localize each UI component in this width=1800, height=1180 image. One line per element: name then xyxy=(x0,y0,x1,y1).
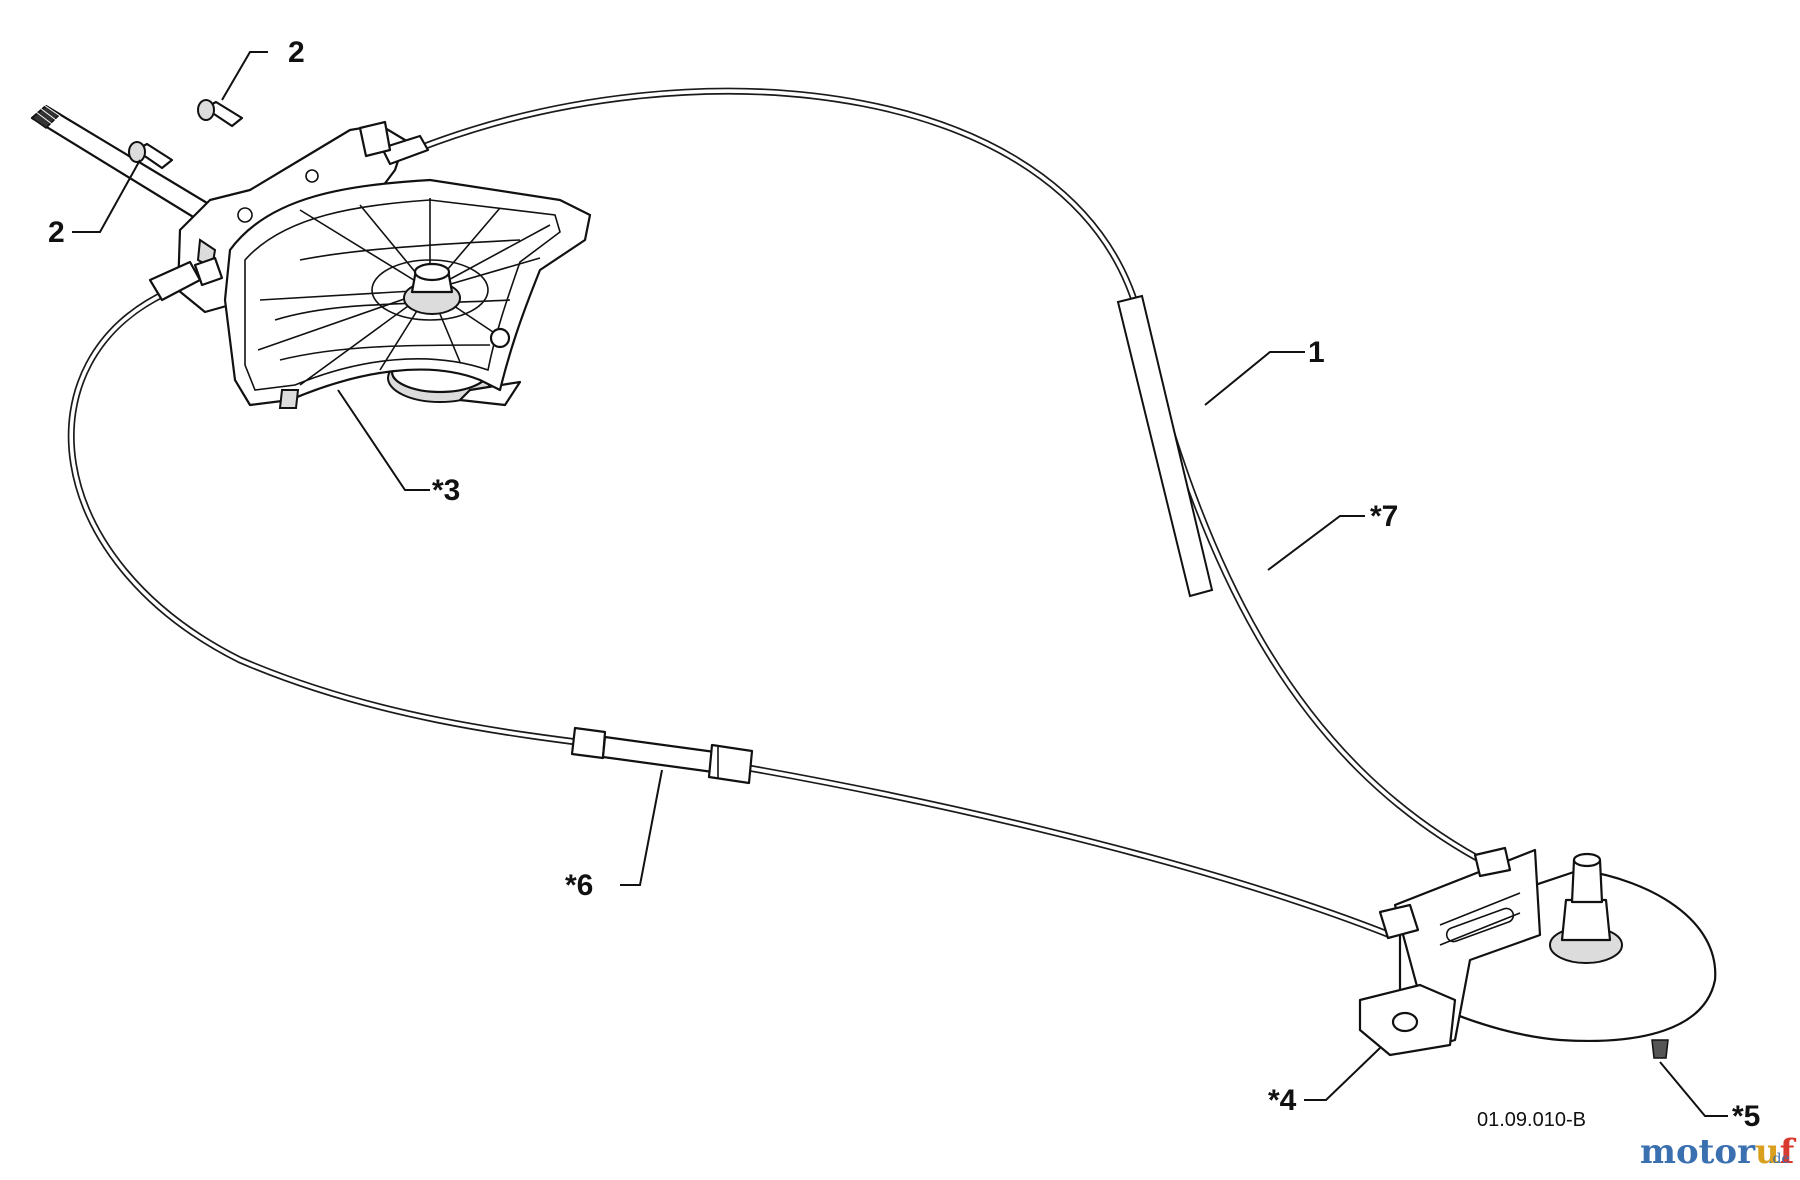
watermark-letter: u xyxy=(1755,1132,1780,1172)
shaft xyxy=(30,104,224,228)
watermark-letter: r xyxy=(1737,1132,1756,1172)
lever-bracket xyxy=(1358,846,1717,1059)
leader-lines xyxy=(72,51,1728,1117)
watermark-suffix: .de xyxy=(1768,1151,1790,1167)
watermark-logo: motoruf .de xyxy=(1640,1132,1797,1172)
control-assembly xyxy=(30,104,592,409)
watermark-letter: o xyxy=(1676,1132,1699,1172)
watermark-letter: f xyxy=(1780,1132,1797,1172)
label-2-left: 2 xyxy=(48,216,65,249)
watermark-letter: t xyxy=(1699,1132,1715,1172)
label-7: *7 xyxy=(1370,500,1398,533)
label-1: 1 xyxy=(1308,336,1325,369)
drawing-code: 01.09.010-B xyxy=(1477,1109,1586,1131)
svg-text:motoruf: motoruf xyxy=(1640,1132,1797,1172)
cable-upper xyxy=(416,87,1494,869)
fan-ribs xyxy=(257,198,551,386)
label-4: *4 xyxy=(1268,1084,1297,1117)
watermark-letter: o xyxy=(1714,1132,1737,1172)
bolt-top xyxy=(197,99,244,128)
cable-lower xyxy=(67,288,1394,939)
watermark-letter: m xyxy=(1640,1132,1676,1172)
label-6: *6 xyxy=(565,869,593,902)
cable-sleeve xyxy=(570,726,754,785)
hub-nut xyxy=(403,262,461,315)
label-2-top: 2 xyxy=(288,36,305,69)
bolt-left xyxy=(128,141,174,170)
label-5: *5 xyxy=(1732,1100,1760,1133)
stud-nut xyxy=(1549,852,1623,964)
label-3: *3 xyxy=(432,474,460,507)
